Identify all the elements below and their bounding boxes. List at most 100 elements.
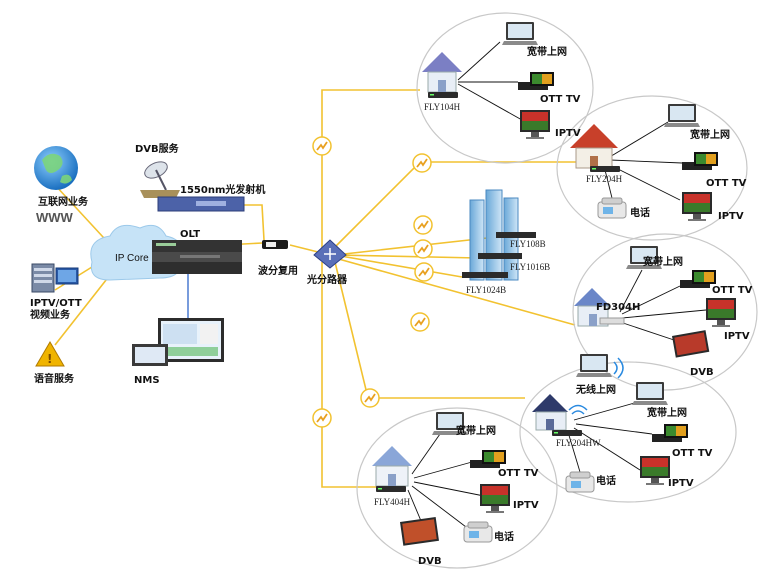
amplifier-icon [414,262,434,282]
wifi-icon [568,404,588,415]
monitor-icon [480,484,510,513]
device-name: FLY404H [374,497,411,507]
internet-label: 互联网业务 [38,195,89,208]
item-label: OTT TV [672,448,713,459]
olt-label: OLT [180,229,200,240]
laptop-icon [664,104,700,127]
device-name: FLY104H [424,102,461,112]
ip-core-label: IP Core [115,253,149,264]
cluster-fd304h: FD304H 宽带上网 OTT TV IPTV DVB [574,246,753,378]
wdm-label: 波分复用 [258,264,298,277]
laptop-icon [576,354,612,377]
splitter-label: 光分路器 [306,273,348,286]
svg-text:!: ! [47,352,52,366]
ont-device [552,430,582,436]
item-label: 电话 [494,530,514,543]
nms-label: NMS [134,375,160,386]
building-device-3: FLY1024B [466,285,506,295]
video-server-icon [31,263,79,293]
iptv-ott-label-1: IPTV/OTT [30,298,82,309]
device-name: FLY204HW [556,438,601,448]
item-label: OTT TV [498,468,539,479]
item-label: DVB [418,556,442,567]
cluster-fly104h: FLY104H 宽带上网 OTT TV IPTV [422,22,581,139]
internet-service: 互联网业务 WWW [34,146,89,225]
monitor-icon [706,298,736,327]
ont-device [376,486,406,492]
cluster-fly404h: FLY404H 宽带上网 OTT TV IPTV 电话 DVB [372,412,539,567]
amplifier-icon [360,388,380,408]
dvb-service-label: DVB服务 [135,142,180,155]
item-label: 宽带上网 [689,128,730,141]
satellite-dish-icon [140,161,180,198]
voice-service: ! 语音服务 [34,341,75,385]
item-label: OTT TV [712,285,753,296]
laptop-icon [502,22,538,45]
amplifier-icon [312,136,332,156]
ont-device [599,317,625,325]
stb-icon [680,270,716,288]
phone-icon [597,197,627,219]
transmitter-label: 1550nm光发射机 [180,183,265,196]
item-label: 宽带上网 [526,45,567,58]
dvb-tv-icon [672,330,710,358]
item-label: IPTV [513,500,539,511]
nms-workstation: NMS [132,274,224,386]
optical-splitter: 光分路器 [306,239,348,286]
wifi-icon [613,357,624,379]
house-icon [422,52,462,93]
item-label: IPTV [668,478,694,489]
voice-label: 语音服务 [34,372,75,385]
device-name: FD304H [596,302,640,313]
amplifier-icon [312,408,332,428]
item-label: 宽带上网 [455,424,496,437]
laptop-icon [632,382,668,405]
iptv-ott-service: IPTV/OTT 视频业务 [30,263,82,321]
phone-icon [565,471,595,493]
stb-icon [470,450,506,468]
transmitter-device [157,196,245,212]
item-label: 宽带上网 [646,406,687,419]
item-label: 无线上网 [575,383,616,396]
cluster-fly204hw: 无线上网 FLY204HW 宽带上网 OTT TV 电话 IPTV [532,354,713,493]
amplifier-icon [413,215,433,235]
iptv-ott-label-2: 视频业务 [30,308,71,321]
dvb-service: DVB服务 1550nm光发射机 [135,142,265,212]
device-name: FLY204H [586,174,623,184]
cluster-fly204h: FLY204H 宽带上网 OTT TV 电话 IPTV [570,104,747,222]
building-device-1: FLY108B [510,239,546,249]
monitor-icon [520,110,550,139]
ont-device [428,92,458,98]
house-icon [532,394,568,431]
item-label: OTT TV [540,94,581,105]
item-label: 电话 [596,474,616,487]
building-cluster: FLY108B FLY1016B FLY1024B [462,189,550,295]
item-label: 宽带上网 [642,255,683,268]
dvb-tv-icon [400,516,439,546]
monitor-icon [682,192,712,221]
item-label: OTT TV [706,178,747,189]
stb-icon [652,424,688,442]
stb-icon [682,152,718,170]
stb-icon [518,72,554,90]
voice-warning-icon [35,341,65,367]
building-device-2: FLY1016B [510,262,550,272]
wdm-device: 波分复用 [258,240,298,277]
item-label: 电话 [630,206,650,219]
phone-icon [463,521,493,543]
www-label: WWW [36,210,74,225]
ont-device [590,166,620,172]
item-label: IPTV [724,331,750,342]
amplifier-icon [413,239,433,259]
olt-device: OLT [152,229,242,274]
house-icon [570,124,618,169]
house-icon [372,446,412,487]
monitor-icon [640,456,670,485]
item-label: DVB [690,367,714,378]
amplifier-icon [412,153,432,173]
cluster-ellipses [356,12,758,569]
amplifier-icon [410,312,430,332]
item-label: IPTV [555,128,581,139]
item-label: IPTV [718,211,744,222]
